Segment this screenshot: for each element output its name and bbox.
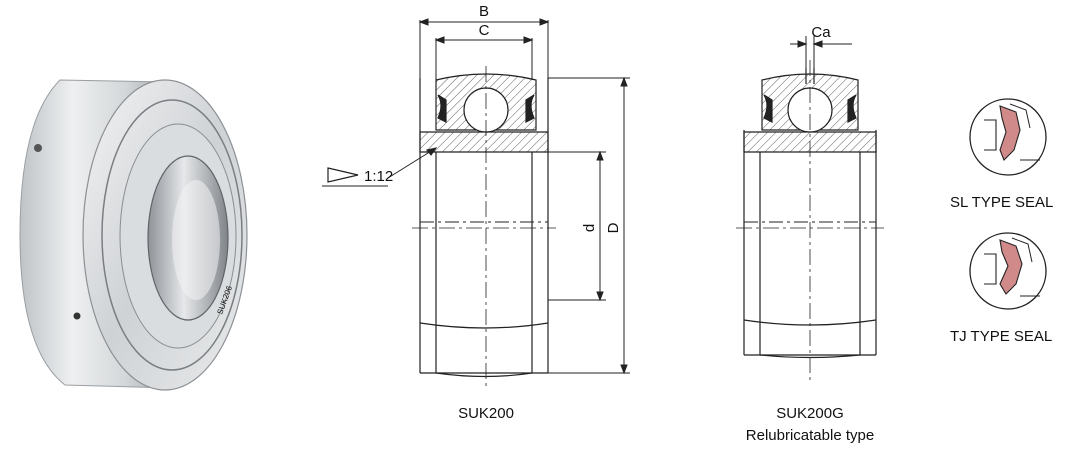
caption-suk200g: SUK200G xyxy=(776,405,844,422)
section-suk200 xyxy=(412,66,556,390)
dim-label-b: B xyxy=(479,3,489,20)
taper-symbol-icon xyxy=(322,167,388,187)
dim-label-ca: Ca xyxy=(811,24,831,41)
taper-ratio: 1:12 xyxy=(364,168,393,185)
section-suk200g xyxy=(736,60,884,380)
dimensions-suk200 xyxy=(387,18,630,375)
seal-label-sl: SL TYPE SEAL xyxy=(950,194,1054,211)
dim-label-big-d: D xyxy=(605,222,622,233)
dimension-ca xyxy=(790,36,852,68)
bearing-photo: SUK206 xyxy=(19,79,248,391)
caption-suk200: SUK200 xyxy=(458,405,514,422)
dim-label-c: C xyxy=(479,22,490,39)
caption-relubricatable: Relubricatable type xyxy=(745,427,875,444)
lube-hole-icon xyxy=(34,144,42,152)
seal-label-tj: TJ TYPE SEAL xyxy=(950,328,1053,345)
dim-label-d: d xyxy=(581,224,598,232)
sl-seal-detail-icon xyxy=(969,98,1047,176)
set-screw-hole-icon xyxy=(73,312,81,320)
tj-seal-detail-icon xyxy=(969,232,1047,310)
